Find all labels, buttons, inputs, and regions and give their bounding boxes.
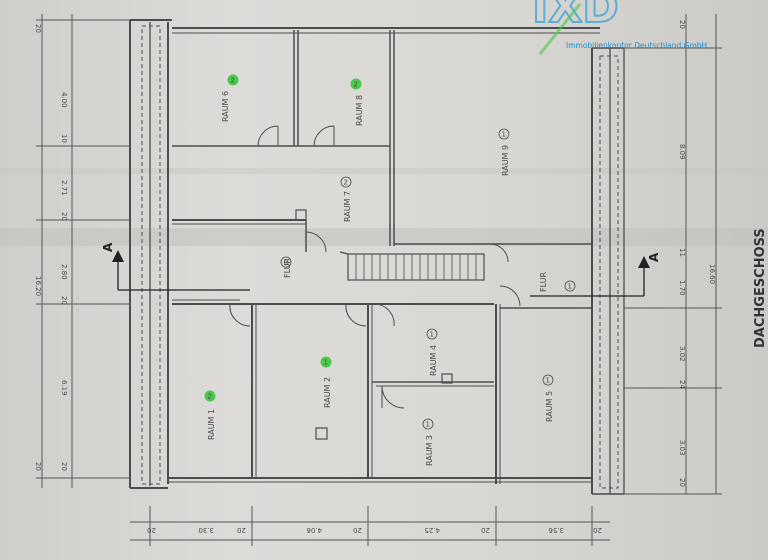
logo-text: IXD [532,0,619,33]
dim-right-5: 3.02 [678,346,686,362]
left-dimensions: 20 4.00 10 2.71 20 16.20 2.80 20 6.19 20… [34,24,68,471]
dimension-lines [36,14,722,546]
room-badge: 2 [354,81,358,89]
dim-right-7: 3.03 [678,440,686,456]
room-badge: 1 [324,359,328,367]
right-dimensions: 20 8.09 11 1.70 16.60 3.02 24 3.03 20 [678,20,716,487]
room-raum5: RAUM 5 1 [542,374,554,422]
dim-bottom-2: 3.30 [198,526,214,534]
badge-icon [320,356,332,368]
room-badge: 1 [426,421,430,429]
section-arrow-icon [638,256,650,268]
logo-stroke [538,3,582,55]
room-label: RAUM 9 [501,145,510,176]
dim-bottom-8: 3.56 [548,526,564,534]
room-badge: 1 [546,377,550,385]
dim-left-5: 20 [60,212,68,221]
badge-icon [204,390,216,402]
section-marker-right: A [647,252,661,262]
room-raum6: RAUM 6 2 [221,74,239,122]
room-label: RAUM 5 [545,391,554,422]
walls [117,19,645,495]
section-arrow-icon [112,250,124,262]
room-badge: 2 [231,77,235,85]
dim-left-4: 2.71 [60,180,68,196]
dim-left-6: 2.80 [60,264,68,280]
room-label: RAUM 3 [425,435,434,466]
dim-right-total: 16.60 [708,264,716,284]
room-raum8: RAUM 8 2 [350,78,364,126]
badge-icon [426,328,438,340]
dim-bottom-6: 4.25 [424,526,440,534]
dim-right-6: 24 [678,380,686,389]
badge-icon [227,74,239,86]
brand-subtitle: Immobilienkontor Deutschland GmbH [566,41,707,50]
dim-right-2: 8.09 [678,144,686,160]
room-badge: 1 [430,331,434,339]
room-flur-1: FLUR 1 [539,271,576,292]
badge-icon [350,78,362,90]
dim-left-2: 4.00 [60,92,68,108]
floor-title: DACHGESCHOSS [753,228,768,348]
dim-left-7: 20 [60,296,68,305]
badge-icon [498,128,510,140]
bottom-dimensions: 20 3.30 20 4.06 20 4.25 20 3.56 20 [147,526,602,534]
badge-icon [564,280,576,292]
dim-right-8: 20 [678,478,686,487]
room-label: RAUM 6 [221,91,230,122]
room-badge: 1 [502,131,506,139]
dim-left-1: 20 [34,24,42,33]
room-flur-g: FLUR G [280,256,292,278]
room-label: RAUM 8 [355,95,364,126]
dim-left-9: 20 [34,462,42,471]
room-raum1: RAUM 1 2 [204,390,216,440]
room-raum3: RAUM 3 1 [422,418,434,466]
room-label: RAUM 4 [429,345,438,376]
section-marker-left: A [101,242,115,252]
room-label: FLUR [539,271,548,292]
room-raum9: RAUM 9 1 [498,128,510,176]
dim-right-4: 1.70 [678,280,686,296]
room-badge: 2 [344,179,348,187]
room-badge: G [284,259,289,267]
room-badge: 1 [568,283,572,291]
badge-icon [422,418,434,430]
room-label: RAUM 2 [323,377,332,408]
dim-bottom-4: 4.06 [306,526,322,534]
badge-icon [340,176,352,188]
dim-bottom-9: 20 [593,526,602,534]
dim-bottom-5: 20 [353,526,362,534]
badge-icon [542,374,554,386]
dim-left-8: 6.19 [60,380,68,396]
dim-bottom-7: 20 [481,526,490,534]
dim-left-total: 16.20 [34,276,42,296]
dim-bottom-1: 20 [147,526,156,534]
paper-fold [0,168,768,174]
room-raum2: RAUM 2 1 [320,356,332,408]
brand-logo: IXD Immobilienkontor Deutschland GmbH [531,0,707,55]
dim-bottom-3: 20 [237,526,246,534]
room-label: RAUM 1 [207,409,216,440]
dim-right-1: 20 [678,20,686,29]
room-badge: 2 [208,393,212,401]
dim-right-3: 11 [678,248,686,257]
room-label: RAUM 7 [343,191,352,222]
paper-fold [0,228,768,246]
room-label: FLUR [283,257,292,278]
dim-left-10: 20 [60,462,68,471]
dim-left-3: 10 [60,134,68,143]
room-raum4: RAUM 4 1 [426,328,438,376]
badge-icon [280,256,292,268]
room-raum7: RAUM 7 2 [340,176,352,222]
